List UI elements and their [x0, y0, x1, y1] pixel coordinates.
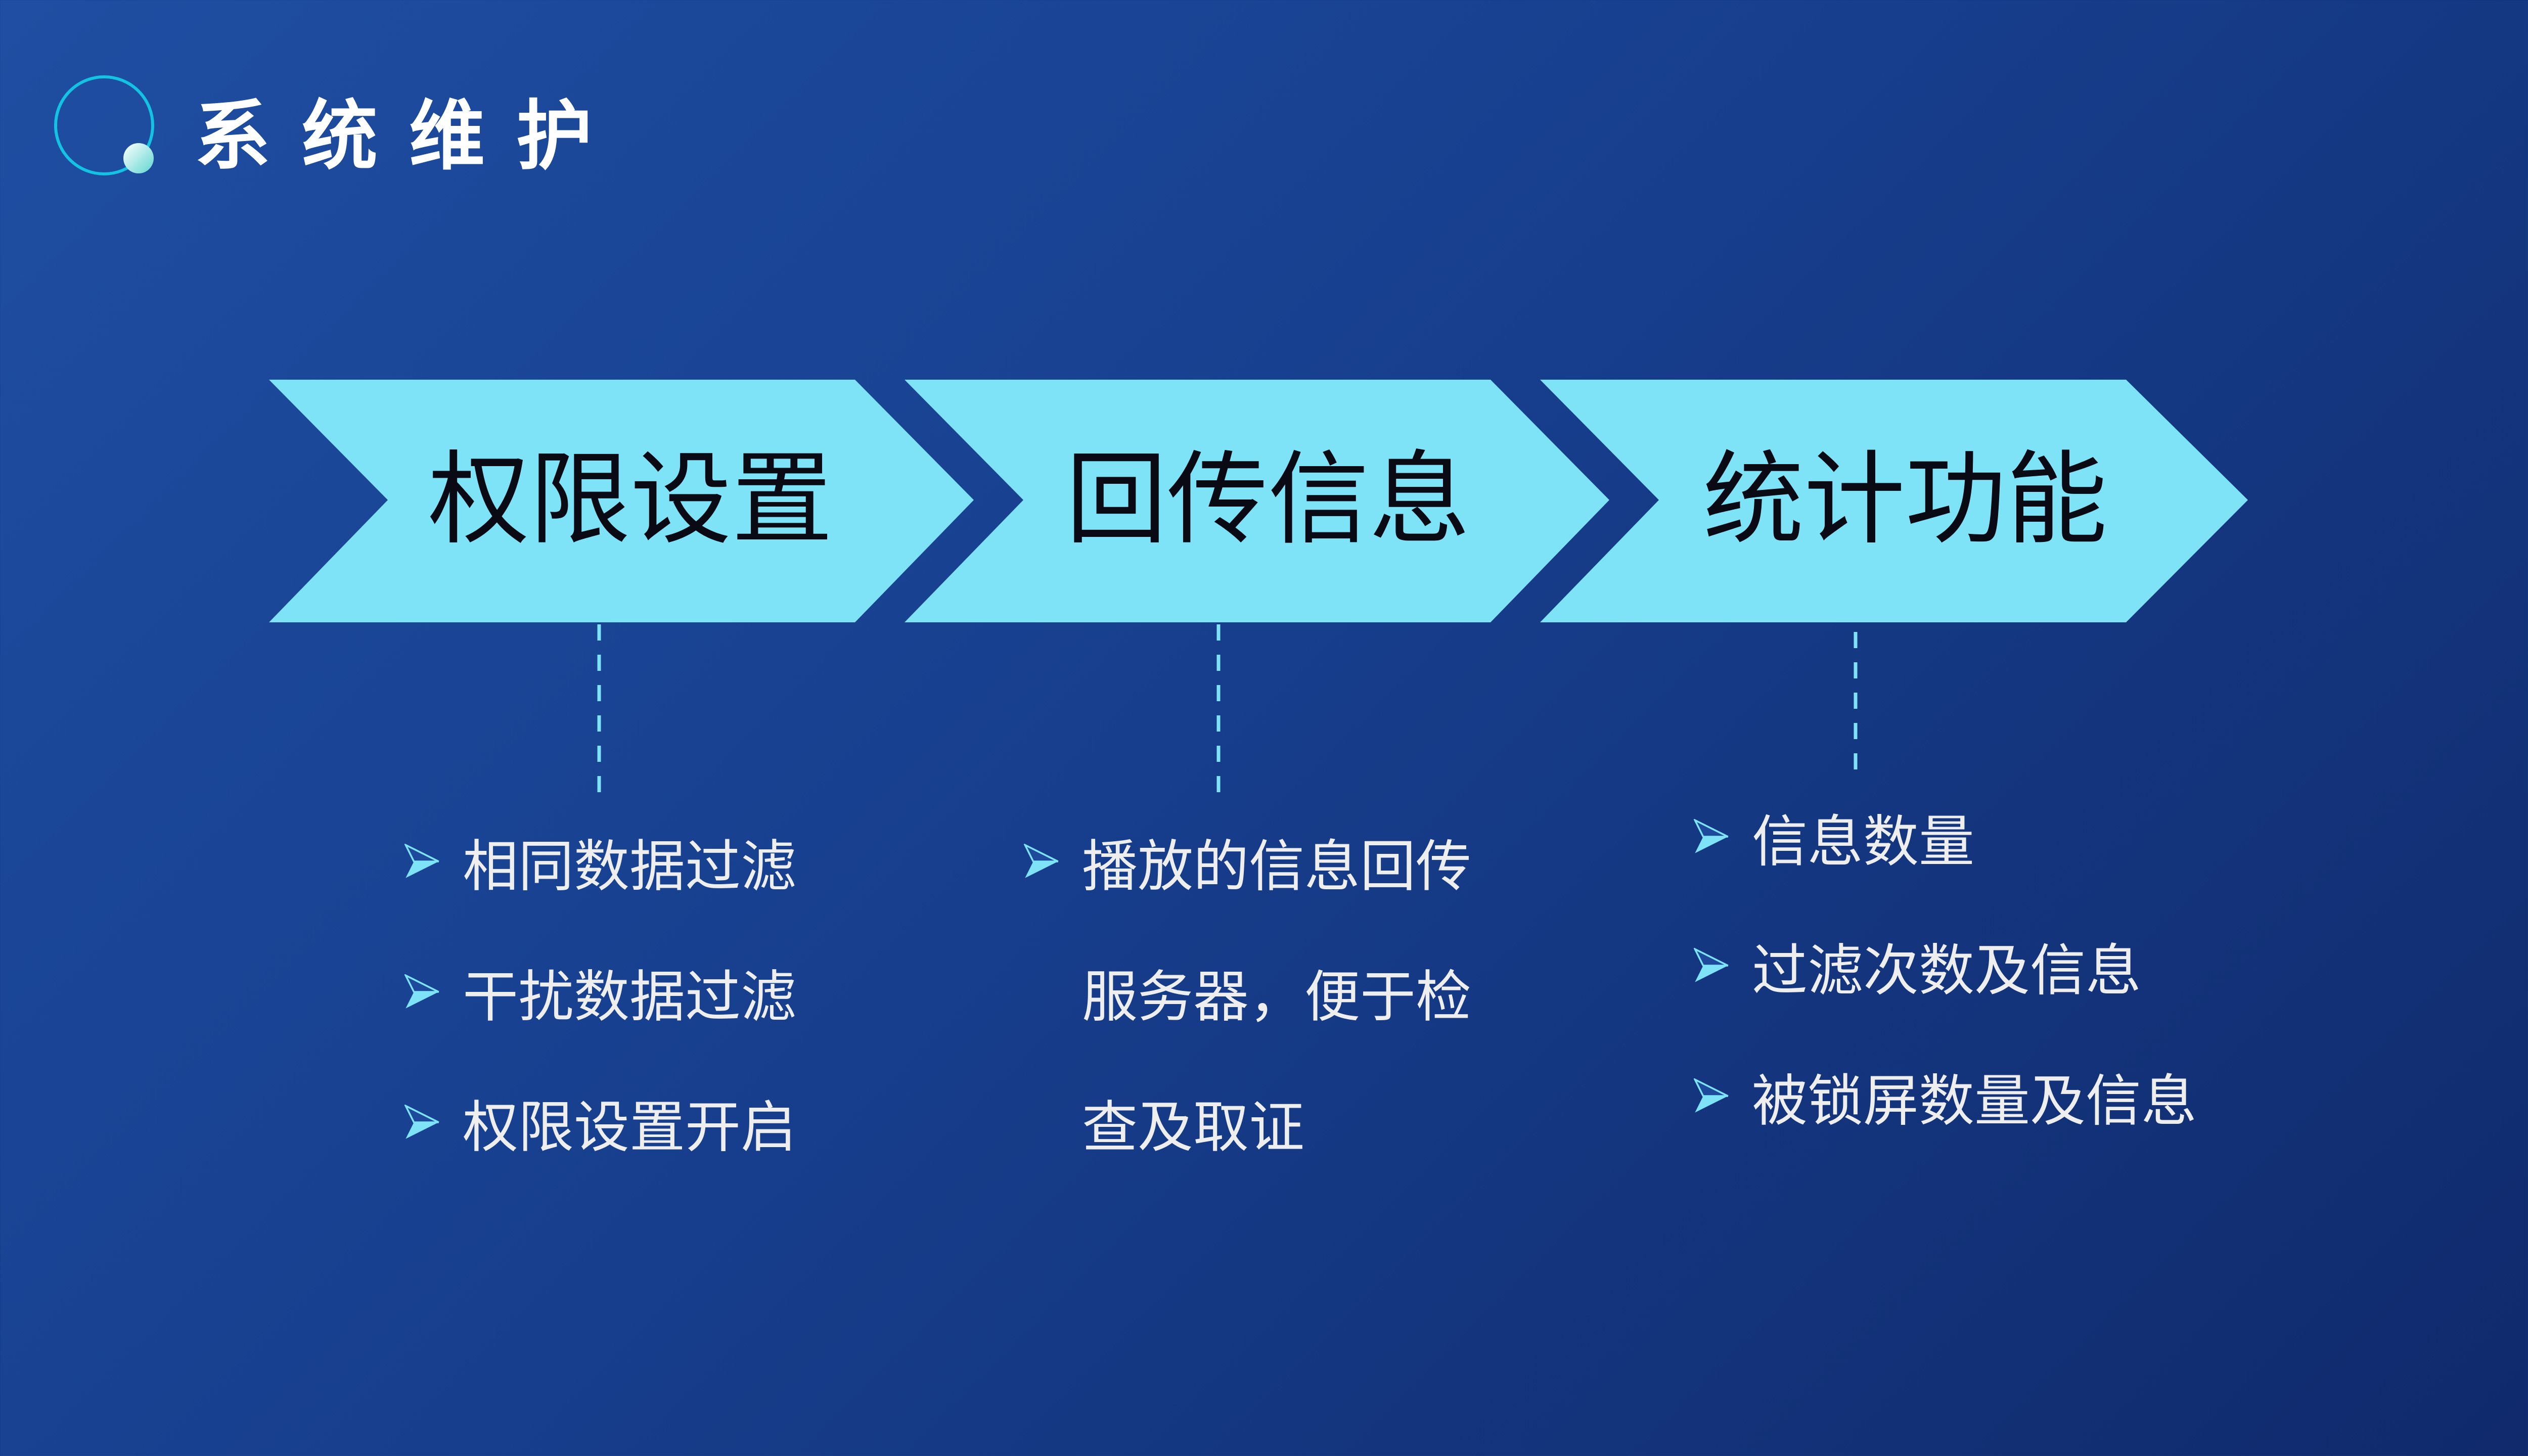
page-title: 系统维护	[195, 93, 624, 180]
item-text: 播放的信息回传	[1082, 834, 1471, 899]
item-text: 权限设置开启	[463, 1095, 796, 1160]
list-item: 相同数据过滤	[404, 821, 796, 902]
item-text: 过滤次数及信息	[1752, 938, 2141, 1003]
list-item: 播放的信息回传	[1024, 821, 1471, 902]
item-text: 被锁屏数量及信息	[1752, 1069, 2197, 1133]
item-text: 查及取证	[1082, 1095, 1304, 1160]
chevron-step-2	[905, 380, 1609, 622]
item-text: 相同数据过滤	[463, 834, 796, 899]
list-item: 干扰数据过滤	[404, 951, 796, 1032]
step-1-label: 权限设置	[428, 441, 833, 559]
title-ring-icon	[54, 75, 154, 175]
item-text: 信息数量	[1752, 809, 1974, 874]
chevron-step-1	[269, 380, 974, 622]
item-text: 服务器，便于检	[1082, 965, 1471, 1029]
step-3-label: 统计功能	[1702, 441, 2107, 559]
step-2-label: 回传信息	[1065, 441, 1470, 559]
list-item: 过滤次数及信息	[1694, 925, 2141, 1006]
arrow-bullet-icon	[404, 1105, 439, 1139]
list-item: 权限设置开启	[404, 1082, 796, 1163]
list-item: 信息数量	[1694, 796, 1974, 877]
arrow-bullet-icon	[1024, 844, 1059, 878]
title-dot-icon	[123, 143, 154, 173]
item-text: 干扰数据过滤	[463, 965, 796, 1029]
arrow-bullet-icon	[1694, 1078, 1729, 1113]
chevron-step-3	[1540, 380, 2248, 622]
arrow-bullet-icon	[404, 974, 439, 1009]
list-item-continuation: 服务器，便于检	[1082, 951, 1471, 1032]
arrow-bullet-icon	[404, 844, 439, 878]
arrow-bullet-icon	[1694, 948, 1729, 982]
list-item: 被锁屏数量及信息	[1694, 1056, 2197, 1136]
arrow-bullet-icon	[1694, 819, 1729, 853]
list-item-continuation: 查及取证	[1082, 1082, 1304, 1163]
